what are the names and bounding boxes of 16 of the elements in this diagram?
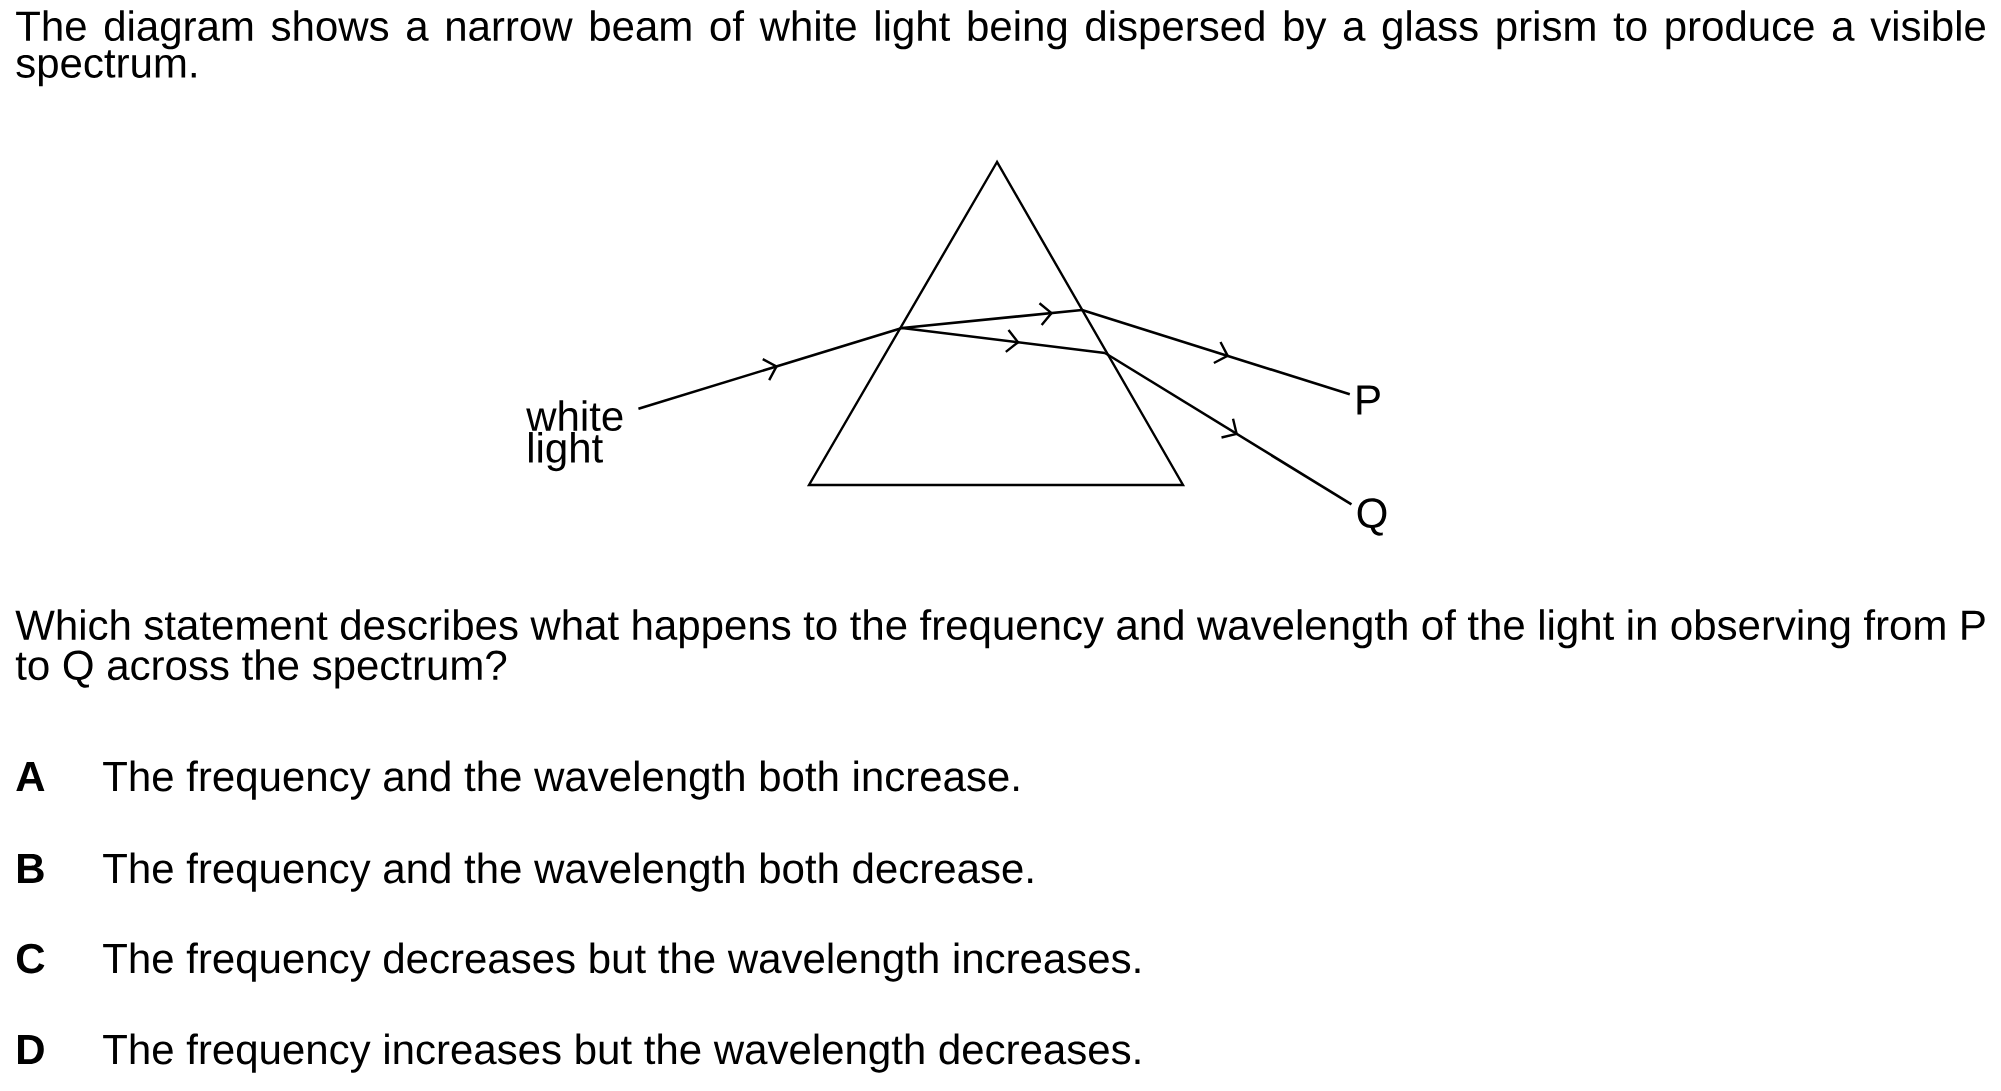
option-letter: D (18, 1035, 44, 1064)
option-text: The frequency increases but the wavelength decreases. (103, 1033, 1140, 1073)
light-ray (1081, 308, 1351, 396)
ray-label: P (1357, 385, 1380, 415)
option-letter: C (16, 943, 45, 974)
option-letter: B (18, 854, 44, 883)
option-text: The frequency and the wavelength both increase. (103, 760, 1019, 800)
option-letter: A (16, 762, 45, 791)
ray-label: Q (1357, 498, 1387, 536)
light-label: white light (526, 400, 623, 472)
option-text: The frequency decreases but the wavelength increases. (103, 942, 1140, 982)
light-ray (1104, 351, 1353, 506)
paragraph: The diagram shows a narrow beam of white light being dispersed by a glass prism to produce a visible spectrum. (16, 10, 1985, 87)
option-text: The frequency and the wavelength both decrease. (103, 852, 1033, 892)
paragraph: Which statement describes what happens to the frequency and wavelength of the light in observing from P to Q across the spectrum? (15, 609, 1985, 689)
light-ray (638, 326, 903, 410)
